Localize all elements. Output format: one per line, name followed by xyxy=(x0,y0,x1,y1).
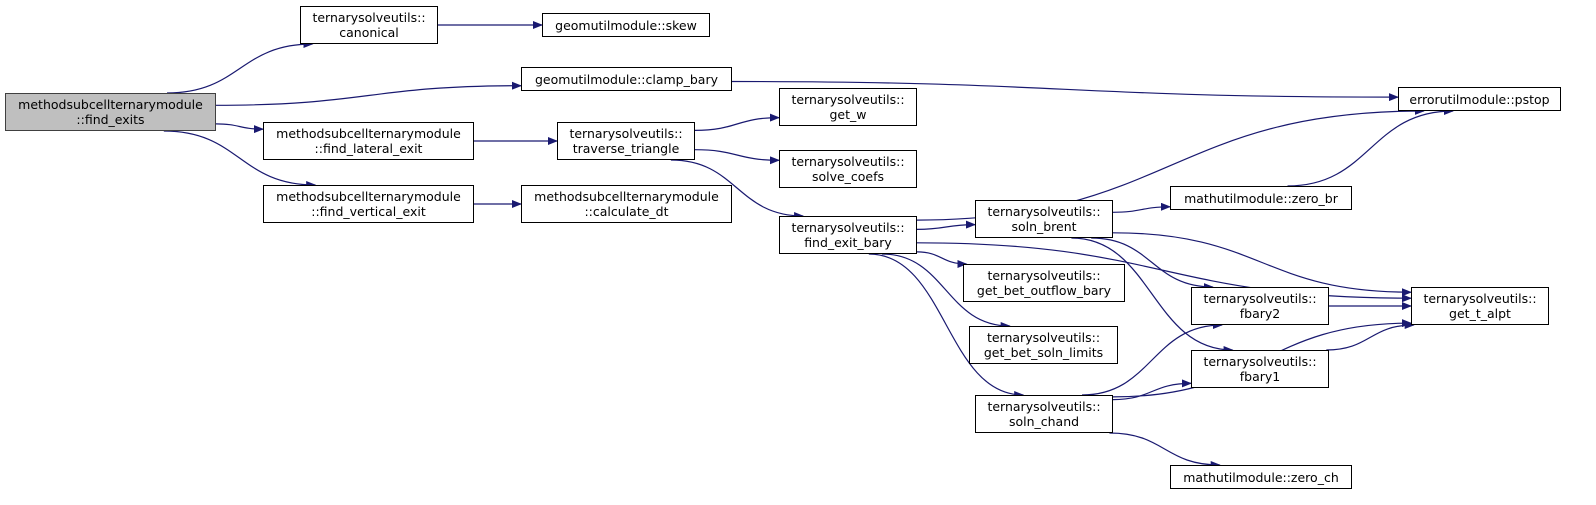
node-label-line: ternarysolveutils:: xyxy=(1423,291,1537,306)
node-label-line: mathutilmodule::zero_ch xyxy=(1183,469,1339,485)
call-edge-find-exits-to-clamp-bary xyxy=(215,81,522,106)
node-soln-brent[interactable]: ternarysolveutils:: soln_brent xyxy=(975,200,1113,238)
node-label-line: ::find_vertical_exit xyxy=(311,204,426,219)
node-soln-chand[interactable]: ternarysolveutils:: soln_chand xyxy=(975,395,1113,433)
call-edge-soln-chand-to-fbary2 xyxy=(1081,321,1223,396)
node-canonical[interactable]: ternarysolveutils:: canonical xyxy=(300,6,438,44)
node-label-line: ::calculate_dt xyxy=(584,204,669,219)
node-find-lateral-exit[interactable]: methodsubcellternarymodule ::find_latera… xyxy=(263,122,474,160)
call-edge-zero-br-to-pstop xyxy=(1287,107,1454,187)
node-label-line: get_bet_outflow_bary xyxy=(976,283,1112,298)
node-find-exit-bary[interactable]: ternarysolveutils:: find_exit_bary xyxy=(779,216,917,254)
call-edge-soln-chand-to-fbary1 xyxy=(1112,379,1192,401)
node-label-line: methodsubcellternarymodule xyxy=(276,126,461,141)
node-label-line: ternarysolveutils:: xyxy=(312,10,426,25)
node-label-line: ternarysolveutils:: xyxy=(791,154,905,169)
node-label-line: fbary2 xyxy=(1239,306,1281,321)
node-solve-coefs[interactable]: ternarysolveutils:: solve_coefs xyxy=(779,150,917,188)
node-traverse-triangle[interactable]: ternarysolveutils:: traverse_triangle xyxy=(557,122,695,160)
node-get-bet-soln-limits[interactable]: ternarysolveutils:: get_bet_soln_limits xyxy=(969,326,1118,364)
node-label-line: ternarysolveutils:: xyxy=(1203,354,1317,369)
node-label-line: fbary1 xyxy=(1239,369,1281,384)
node-label-line: geomutilmodule::clamp_bary xyxy=(535,71,718,87)
node-zero-br[interactable]: mathutilmodule::zero_br xyxy=(1170,186,1352,210)
call-edge-soln-brent-to-get-t-alpt xyxy=(1112,232,1412,297)
node-skew[interactable]: geomutilmodule::skew xyxy=(542,13,710,37)
node-label-line: get_w xyxy=(829,107,867,122)
node-pstop[interactable]: errorutilmodule::pstop xyxy=(1398,87,1561,111)
node-label-line: methodsubcellternarymodule xyxy=(276,189,461,204)
call-edge-traverse-triangle-to-solve-coefs xyxy=(694,149,780,165)
node-label-line: ::find_exits xyxy=(76,112,145,127)
call-edge-fbary1-to-get-t-alpt xyxy=(1326,321,1415,351)
node-fbary1[interactable]: ternarysolveutils:: fbary1 xyxy=(1191,350,1329,388)
call-edge-traverse-triangle-to-find-exit-bary xyxy=(670,159,805,220)
node-label-line: ternarysolveutils:: xyxy=(987,268,1101,283)
node-label-line: ternarysolveutils:: xyxy=(791,92,905,107)
node-get-w[interactable]: ternarysolveutils:: get_w xyxy=(779,88,917,126)
node-clamp-bary[interactable]: geomutilmodule::clamp_bary xyxy=(521,67,732,91)
call-edge-soln-brent-to-fbary1 xyxy=(1071,237,1234,354)
node-label-line: ternarysolveutils:: xyxy=(791,220,905,235)
node-label-line: find_exit_bary xyxy=(804,235,892,250)
node-label-line: geomutilmodule::skew xyxy=(555,17,697,33)
node-label-line: get_bet_soln_limits xyxy=(983,345,1104,360)
node-label-line: methodsubcellternarymodule xyxy=(534,189,719,204)
node-fbary2[interactable]: ternarysolveutils:: fbary2 xyxy=(1191,287,1329,325)
node-label-line: traverse_triangle xyxy=(572,141,680,156)
node-label-line: ternarysolveutils:: xyxy=(1203,291,1317,306)
node-zero-ch[interactable]: mathutilmodule::zero_ch xyxy=(1170,465,1352,489)
node-label-line: soln_brent xyxy=(1011,219,1077,234)
call-edge-find-exit-bary-to-get-bet-outflow-bary xyxy=(916,251,968,268)
node-label-line: ternarysolveutils:: xyxy=(987,399,1101,414)
node-label-line: ::find_lateral_exit xyxy=(314,141,423,156)
call-edge-soln-brent-to-zero-br xyxy=(1112,202,1171,213)
call-edge-soln-brent-to-fbary2 xyxy=(1091,237,1214,291)
node-label-line: solve_coefs xyxy=(811,169,885,184)
node-label-line: ternarysolveutils:: xyxy=(986,330,1101,345)
call-edge-find-exits-to-canonical xyxy=(166,40,314,94)
call-edge-traverse-triangle-to-get-w xyxy=(694,113,780,131)
node-label-line: get_t_alpt xyxy=(1449,306,1511,321)
node-get-bet-outflow-bary[interactable]: ternarysolveutils:: get_bet_outflow_bary xyxy=(963,264,1125,302)
node-label-line: ternarysolveutils:: xyxy=(569,126,683,141)
node-label-line: errorutilmodule::pstop xyxy=(1409,91,1550,107)
node-label-line: ternarysolveutils:: xyxy=(987,204,1101,219)
call-edge-find-exit-bary-to-soln-brent xyxy=(916,220,976,230)
node-label-line: soln_chand xyxy=(1008,414,1080,429)
node-label-line: canonical xyxy=(339,25,399,40)
call-edge-find-exits-to-find-lateral-exit xyxy=(215,123,264,134)
call-edge-soln-chand-to-zero-ch xyxy=(1109,432,1221,469)
node-calculate-dt[interactable]: methodsubcellternarymodule ::calculate_d… xyxy=(521,185,732,223)
call-edge-find-exits-to-find-vertical-exit xyxy=(163,130,317,189)
node-label-line: methodsubcellternarymodule xyxy=(18,97,203,112)
node-find-vertical-exit[interactable]: methodsubcellternarymodule ::find_vertic… xyxy=(263,185,474,223)
node-find-exits[interactable]: methodsubcellternarymodule ::find_exits xyxy=(5,93,216,131)
node-get-t-alpt[interactable]: ternarysolveutils:: get_t_alpt xyxy=(1411,287,1549,325)
call-edge-clamp-bary-to-pstop xyxy=(731,80,1399,102)
call-edge-find-exit-bary-to-soln-chand xyxy=(868,253,1025,399)
node-label-line: mathutilmodule::zero_br xyxy=(1184,190,1338,206)
call-edge-find-exit-bary-to-get-bet-soln-limits xyxy=(881,253,1011,330)
